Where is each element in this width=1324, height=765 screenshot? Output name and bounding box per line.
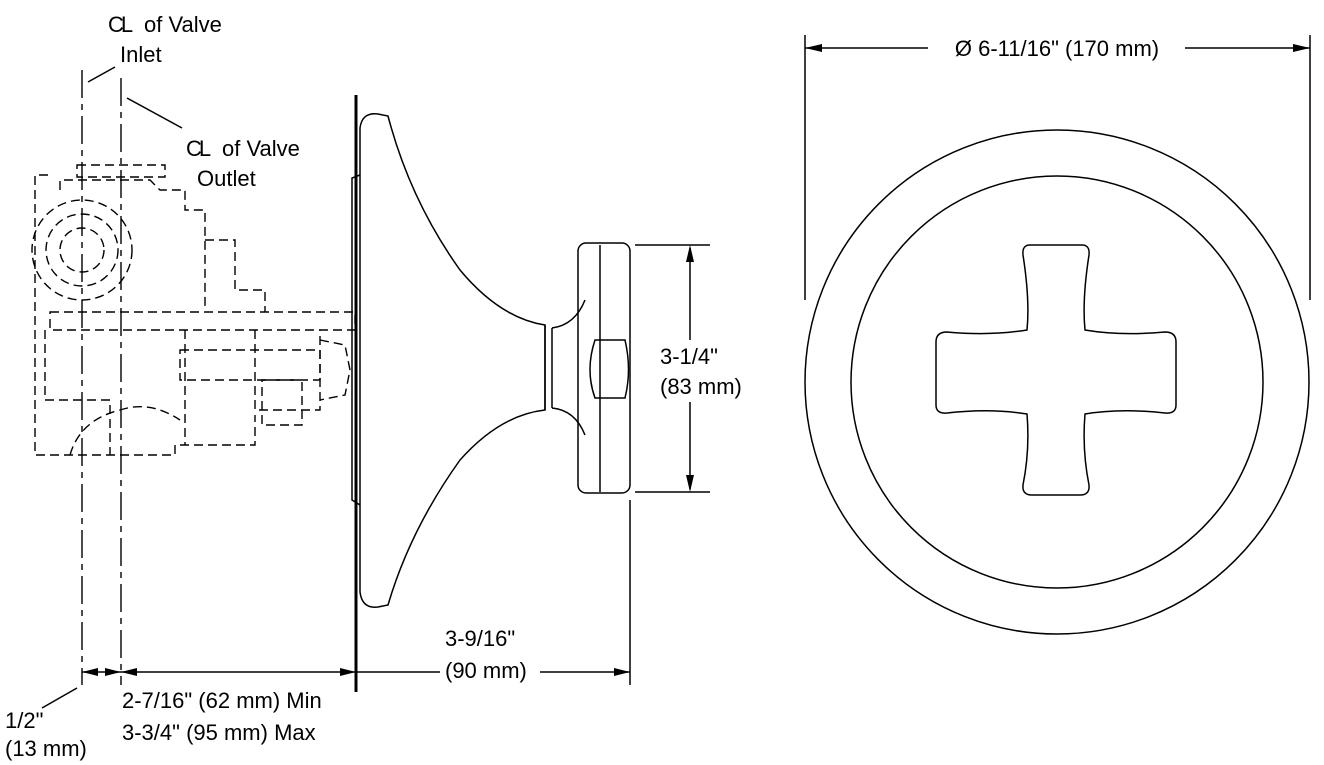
- handle-height-mm: (83 mm): [660, 374, 742, 399]
- valve-depth-max: 3-3/4" (95 mm) Max: [122, 720, 316, 745]
- inlet-label-line2: Inlet: [120, 42, 162, 67]
- outlet-label-line1: of Valve: [222, 136, 300, 161]
- outlet-centerline-label: CL of Valve Outlet: [186, 136, 300, 191]
- inlet-leader: [87, 66, 116, 83]
- handle-height-inches: 3-1/4": [660, 344, 718, 369]
- escutcheon-outer-circle: [804, 129, 1310, 635]
- handle-side-view: [551, 242, 631, 494]
- centerline-symbol: CL: [108, 12, 133, 37]
- valve-depth-min: 2-7/16" (62 mm) Min: [122, 688, 322, 713]
- outlet-label-line2: Outlet: [197, 166, 256, 191]
- offset-inches: 1/2": [5, 708, 43, 733]
- depth-dimensions: 3-9/16" (90 mm) 2-7/16" (62 mm) Min 3-3/…: [5, 500, 631, 761]
- valve-body-hidden: [31, 164, 356, 456]
- handle-height-dimension: 3-1/4" (83 mm): [635, 244, 742, 493]
- projection-mm: (90 mm): [445, 658, 527, 683]
- inlet-centerline-label: CL of Valve Inlet: [108, 12, 222, 67]
- diameter-dimension: Ø 6-11/16" (170 mm): [955, 36, 1159, 61]
- projection-inches: 3-9/16": [445, 626, 515, 651]
- cross-handle: [935, 244, 1177, 496]
- offset-mm: (13 mm): [5, 736, 87, 761]
- front-view: Ø 6-11/16" (170 mm): [804, 35, 1311, 635]
- outlet-leader: [126, 97, 183, 129]
- inlet-label-line1: of Valve: [144, 12, 222, 37]
- centerline-symbol: CL: [186, 136, 211, 161]
- escutcheon-inner-circle: [850, 175, 1264, 589]
- escutcheon-side-view: [351, 113, 553, 608]
